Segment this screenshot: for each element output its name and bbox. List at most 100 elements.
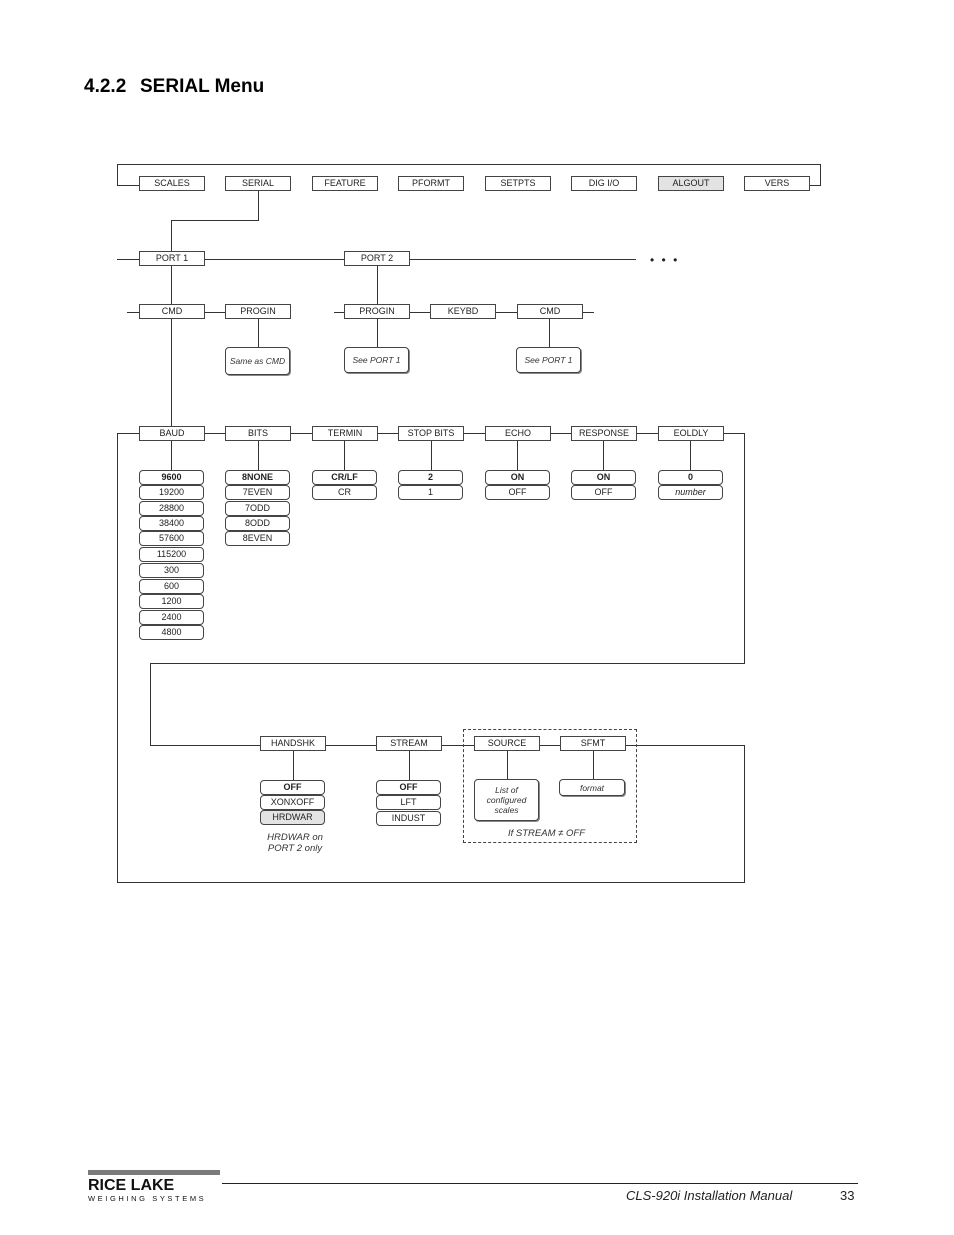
- footer-page-number: 33: [840, 1188, 855, 1203]
- baud-option[interactable]: 57600: [139, 531, 204, 546]
- port2-keybd[interactable]: KEYBD: [430, 304, 496, 319]
- frame-right-upper: [744, 433, 745, 663]
- menu-algout[interactable]: ALGOUT: [658, 176, 724, 191]
- baud-option[interactable]: 300: [139, 563, 204, 578]
- logo-sub-text: WEIGHING SYSTEMS: [88, 1194, 206, 1203]
- menu-feature[interactable]: FEATURE: [312, 176, 378, 191]
- see-port1-note-cmd: See PORT 1: [516, 347, 581, 373]
- menu-vers[interactable]: VERS: [744, 176, 810, 191]
- port2-progin[interactable]: PROGIN: [344, 304, 410, 319]
- stopbits-option[interactable]: 2: [398, 470, 463, 485]
- params2-line: [150, 745, 745, 746]
- handshk-connector: [293, 751, 294, 780]
- stream-option[interactable]: INDUST: [376, 811, 441, 826]
- more-ports-ellipsis: • • •: [650, 253, 680, 267]
- param-sfmt[interactable]: SFMT: [560, 736, 626, 751]
- serial-branch-line: [171, 220, 259, 221]
- stream-condition-region: [463, 729, 637, 843]
- param-source[interactable]: SOURCE: [474, 736, 540, 751]
- menu-serial[interactable]: SERIAL: [225, 176, 291, 191]
- port1-connector: [171, 266, 172, 304]
- serial-connector: [258, 191, 259, 220]
- termin-option[interactable]: CR/LF: [312, 470, 377, 485]
- baud-option[interactable]: 28800: [139, 501, 204, 516]
- handshk-option[interactable]: HRDWAR: [260, 810, 325, 825]
- bits-option[interactable]: 8NONE: [225, 470, 290, 485]
- stopbits-connector: [431, 441, 432, 470]
- stream-connector: [409, 751, 410, 780]
- baud-option[interactable]: 4800: [139, 625, 204, 640]
- frame-bottom: [117, 882, 745, 883]
- port2-progin-connector: [377, 319, 378, 347]
- param-handshk[interactable]: HANDSHK: [260, 736, 326, 751]
- frame-right-lower: [744, 745, 745, 883]
- port2-cmd-connector: [549, 319, 550, 347]
- handshk-note: HRDWAR on PORT 2 only: [267, 832, 323, 854]
- baud-connector: [171, 441, 172, 470]
- port1-items-line: [127, 312, 291, 313]
- baud-option[interactable]: 115200: [139, 547, 204, 562]
- echo-option[interactable]: OFF: [485, 485, 550, 500]
- param-stream[interactable]: STREAM: [376, 736, 442, 751]
- section-number: 4.2.2: [84, 76, 127, 97]
- baud-option[interactable]: 600: [139, 579, 204, 594]
- menu-dig-io[interactable]: DIG I/O: [571, 176, 637, 191]
- wrap-line-upper: [150, 663, 745, 664]
- bits-option[interactable]: 7EVEN: [225, 485, 290, 500]
- section-title: SERIAL Menu: [140, 76, 265, 97]
- termin-connector: [344, 441, 345, 470]
- menu-setpts[interactable]: SETPTS: [485, 176, 551, 191]
- port2-box[interactable]: PORT 2: [344, 251, 410, 266]
- cmd-connector: [171, 319, 172, 426]
- port1-cmd[interactable]: CMD: [139, 304, 205, 319]
- stream-option[interactable]: LFT: [376, 795, 441, 810]
- sfmt-note: format: [559, 779, 625, 796]
- response-option[interactable]: ON: [571, 470, 636, 485]
- baud-option[interactable]: 19200: [139, 485, 204, 500]
- port2-connector: [377, 266, 378, 304]
- menu-bar-right-stub: [808, 185, 821, 186]
- port2-cmd[interactable]: CMD: [517, 304, 583, 319]
- menu-bar-left-line: [117, 164, 118, 186]
- see-port1-note-progin: See PORT 1: [344, 347, 409, 373]
- eoldly-option[interactable]: number: [658, 485, 723, 500]
- termin-option[interactable]: CR: [312, 485, 377, 500]
- response-option[interactable]: OFF: [571, 485, 636, 500]
- eoldly-connector: [690, 441, 691, 470]
- wrap-line-down: [150, 663, 151, 745]
- param-response[interactable]: RESPONSE: [571, 426, 637, 441]
- stream-option[interactable]: OFF: [376, 780, 441, 795]
- baud-option[interactable]: 38400: [139, 516, 204, 531]
- baud-option[interactable]: 1200: [139, 594, 204, 609]
- port1-drop: [171, 220, 172, 251]
- port1-box[interactable]: PORT 1: [139, 251, 205, 266]
- footer-rule: [222, 1183, 858, 1184]
- param-bits[interactable]: BITS: [225, 426, 291, 441]
- param-baud[interactable]: BAUD: [139, 426, 205, 441]
- handshk-option[interactable]: XONXOFF: [260, 795, 325, 810]
- menu-pformt[interactable]: PFORMT: [398, 176, 464, 191]
- echo-option[interactable]: ON: [485, 470, 550, 485]
- sfmt-connector: [593, 751, 594, 779]
- menu-bar-left-stub: [117, 185, 139, 186]
- handshk-option[interactable]: OFF: [260, 780, 325, 795]
- bits-option[interactable]: 8ODD: [225, 516, 290, 531]
- bits-option[interactable]: 8EVEN: [225, 531, 290, 546]
- frame-left: [117, 433, 118, 882]
- baud-option[interactable]: 2400: [139, 610, 204, 625]
- param-echo[interactable]: ECHO: [485, 426, 551, 441]
- same-as-cmd-note: Same as CMD: [225, 347, 290, 375]
- stopbits-option[interactable]: 1: [398, 485, 463, 500]
- menu-scales[interactable]: SCALES: [139, 176, 205, 191]
- port1-progin[interactable]: PROGIN: [225, 304, 291, 319]
- port1-progin-connector: [258, 319, 259, 347]
- bits-option[interactable]: 7ODD: [225, 501, 290, 516]
- source-note: List of configured scales: [474, 779, 539, 821]
- baud-option[interactable]: 9600: [139, 470, 204, 485]
- param-termin[interactable]: TERMIN: [312, 426, 378, 441]
- bits-connector: [258, 441, 259, 470]
- param-eoldly[interactable]: EOLDLY: [658, 426, 724, 441]
- param-stop-bits[interactable]: STOP BITS: [398, 426, 464, 441]
- eoldly-option[interactable]: 0: [658, 470, 723, 485]
- source-connector: [507, 751, 508, 779]
